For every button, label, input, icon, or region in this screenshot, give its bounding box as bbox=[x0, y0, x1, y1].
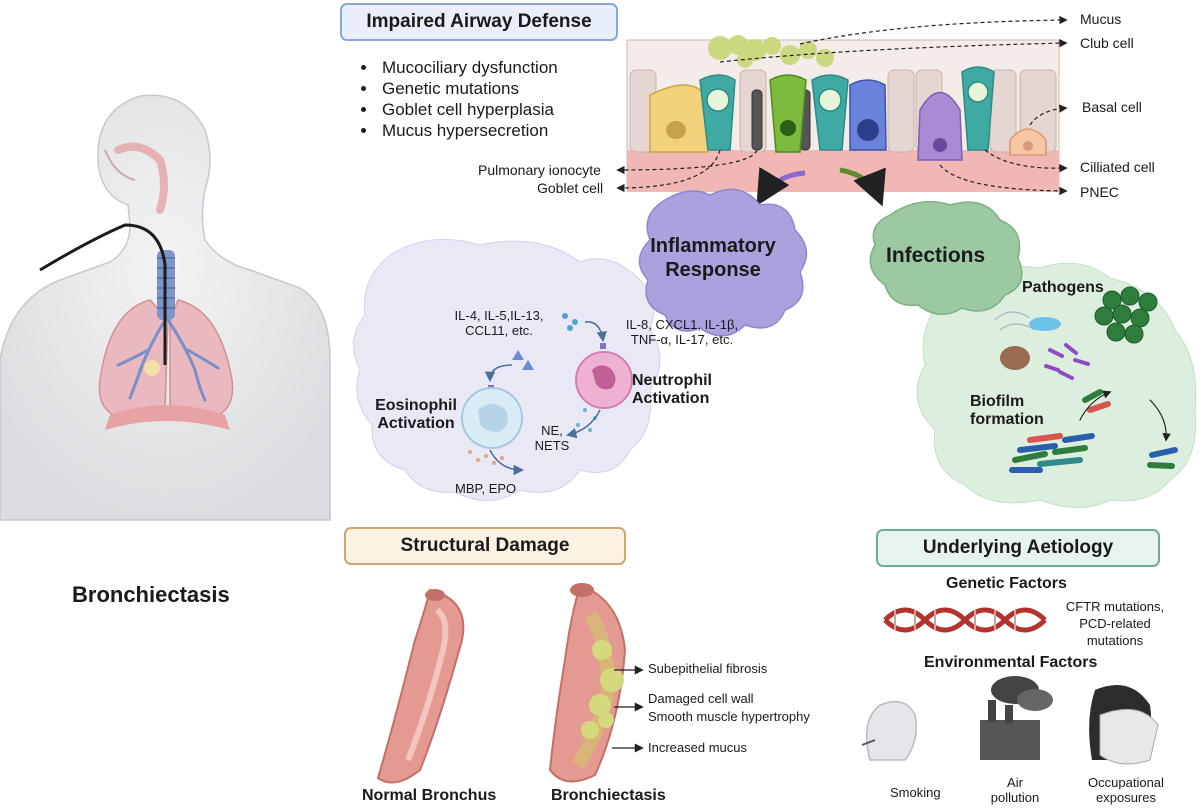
neutrophil-cell bbox=[575, 351, 633, 409]
cytokines-left: IL-4, IL-5,IL-13, CCL11, etc. bbox=[444, 308, 554, 339]
damaged-wall-line: Damaged cell wall bbox=[648, 691, 754, 706]
cftr-line3: mutations bbox=[1086, 633, 1144, 648]
mbp-epo-label: MBP, EPO bbox=[455, 481, 517, 496]
cytokines-right-line1: IL-8, CXCL1, IL-1β, bbox=[625, 317, 739, 332]
eosinophil-cell bbox=[461, 387, 523, 449]
environmental-factors-label: Environmental Factors bbox=[924, 654, 1098, 671]
label-goblet-cell: Goblet cell bbox=[537, 180, 604, 196]
human-torso-illustration bbox=[0, 94, 331, 521]
cytokines-left-line1: IL-4, IL-5,IL-13, bbox=[454, 308, 544, 323]
pathogen-cluster bbox=[994, 286, 1158, 380]
air-line2: pollution bbox=[990, 789, 1040, 805]
bullet-item: Mucociliary dysfunction bbox=[378, 57, 558, 78]
inflammatory-title-line1: Inflammatory bbox=[650, 235, 776, 257]
increased-mucus-label: Increased mucus bbox=[648, 740, 747, 755]
impaired-airway-defense-header: Impaired Airway Defense bbox=[340, 3, 618, 41]
label-mucus: Mucus bbox=[1080, 11, 1122, 27]
eosinophil-background-blob bbox=[353, 238, 661, 501]
smoking-label: Smoking bbox=[890, 785, 941, 800]
label-pulmonary-ionocyte: Pulmonary ionocyte bbox=[478, 162, 601, 178]
occ-line1: Occupational bbox=[1088, 775, 1164, 790]
bullet-item: Goblet cell hyperplasia bbox=[378, 99, 558, 120]
occ-line2: exposures bbox=[1096, 789, 1156, 805]
smoking-person-icon bbox=[861, 700, 917, 761]
structural-damage-header: Structural Damage bbox=[344, 527, 626, 565]
epithelium-label-leaders bbox=[616, 15, 1068, 196]
biofilm-background-blob bbox=[916, 262, 1197, 508]
inflammatory-title-line2: Response bbox=[665, 259, 761, 281]
structural-label-leaders bbox=[612, 665, 644, 753]
smooth-muscle-line: Smooth muscle hypertrophy bbox=[648, 709, 810, 724]
inflammatory-response-title: Inflammatory Response bbox=[638, 234, 788, 282]
biofilm-line2: formation bbox=[970, 411, 1044, 429]
label-club-cell: Club cell bbox=[1080, 35, 1134, 51]
defense-bullet-list: Mucociliary dysfunction Genetic mutation… bbox=[356, 57, 558, 141]
air-line1: Air bbox=[1007, 775, 1023, 790]
bullet-item: Genetic mutations bbox=[378, 78, 558, 99]
label-pnec: PNEC bbox=[1080, 184, 1119, 200]
ne-arrow bbox=[565, 409, 601, 439]
damaged-cell-wall-label: Damaged cell wall Smooth muscle hypertro… bbox=[648, 690, 810, 726]
neutrophil-line1: Neutrophil bbox=[632, 372, 712, 389]
ne-line2: NETS bbox=[534, 437, 570, 453]
eosinophil-line2: Activation bbox=[377, 415, 455, 433]
subepithelial-fibrosis-label: Subepithelial fibrosis bbox=[648, 661, 768, 676]
pathogens-label: Pathogens bbox=[1022, 279, 1104, 296]
underlying-aetiology-header: Underlying Aetiology bbox=[876, 529, 1160, 567]
label-basal-cell: Basal cell bbox=[1082, 99, 1142, 115]
bronchiectasis-bronchus-illustration bbox=[548, 583, 627, 783]
cytokines-right-line2: TNF-α, IL-17, etc. bbox=[630, 331, 734, 347]
bronchiectasis-main-label: Bronchiectasis bbox=[72, 582, 230, 607]
biofilm-clusters bbox=[1009, 389, 1178, 473]
bronchiectasis-sub-label: Bronchiectasis bbox=[551, 787, 666, 804]
face-shield-icon bbox=[1089, 685, 1159, 765]
infections-title: Infections bbox=[886, 244, 986, 267]
label-ciliated-cell: Cilliated cell bbox=[1080, 159, 1155, 175]
cftr-line1: CFTR mutations, bbox=[1065, 599, 1165, 614]
ne-nets-label: NE, NETS bbox=[532, 423, 572, 454]
airway-epithelium-illustration bbox=[626, 35, 1060, 192]
air-pollution-label: Air pollution bbox=[985, 775, 1045, 806]
bullet-item: Mucus hypersecretion bbox=[378, 120, 558, 141]
biofilm-line1: Biofilm bbox=[970, 393, 1025, 410]
genetic-factors-label: Genetic Factors bbox=[946, 575, 1067, 592]
cytokines-left-line2: CCL11, etc. bbox=[465, 322, 533, 338]
neutrophil-line2: Activation bbox=[632, 390, 710, 408]
normal-bronchus-illustration bbox=[376, 588, 465, 784]
cftr-mutations-label: CFTR mutations, PCD-related mutations bbox=[1050, 598, 1180, 649]
infections-blob bbox=[869, 200, 1023, 315]
eosinophil-line1: Eosinophil bbox=[375, 397, 457, 414]
factory-pollution-icon bbox=[980, 676, 1053, 760]
occupational-exposures-label: Occupational exposures bbox=[1076, 775, 1176, 806]
dna-helix-icon bbox=[883, 607, 1047, 633]
cytokines-right: IL-8, CXCL1, IL-1β, TNF-α, IL-17, etc. bbox=[612, 317, 752, 348]
inflammatory-response-blob bbox=[638, 188, 808, 337]
biofilm-label: Biofilm formation bbox=[970, 393, 1044, 430]
secreted-granules bbox=[468, 450, 504, 465]
eosinophil-activation-label: Eosinophil Activation bbox=[366, 397, 466, 434]
neutrophil-activation-label: Neutrophil Activation bbox=[632, 372, 712, 409]
normal-bronchus-label: Normal Bronchus bbox=[362, 787, 497, 804]
ne-line1: NE, bbox=[541, 423, 563, 438]
mbp-arrow bbox=[489, 449, 525, 476]
arrow-to-inflammation bbox=[756, 166, 806, 207]
cftr-line2: PCD-related bbox=[1079, 616, 1151, 631]
arrow-to-infection bbox=[839, 167, 886, 207]
